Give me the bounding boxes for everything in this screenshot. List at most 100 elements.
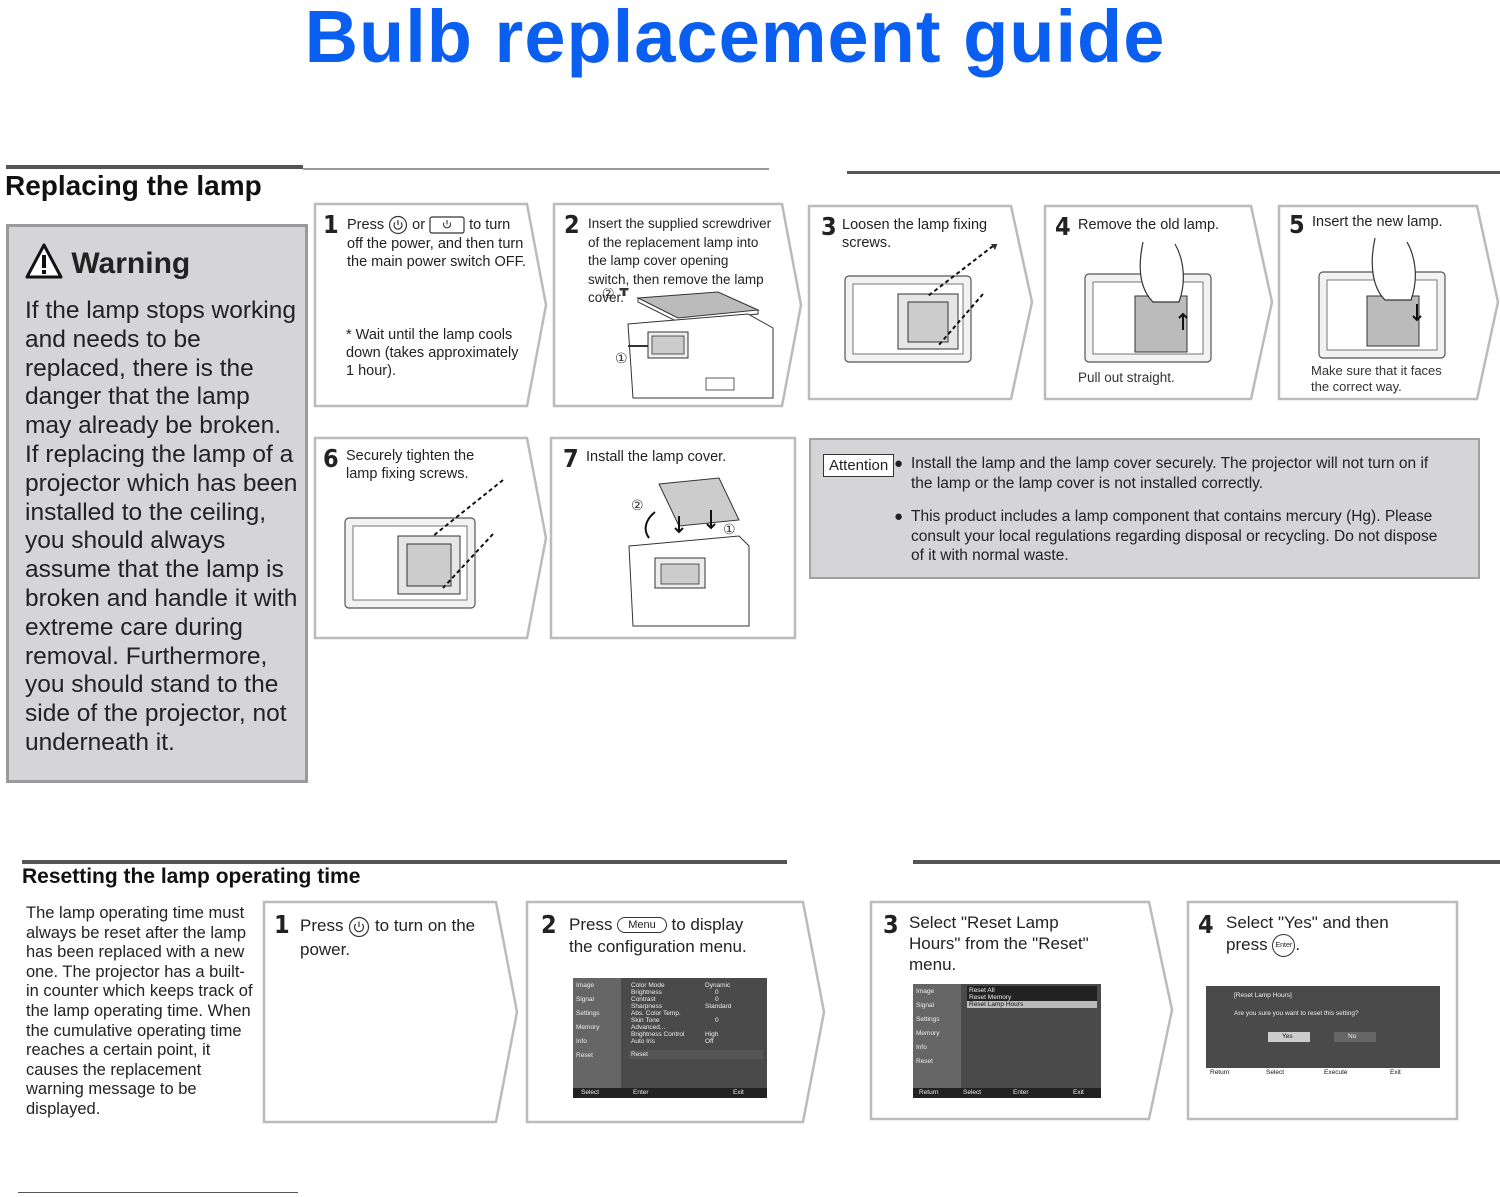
loosen-screws-illustration (844, 244, 998, 363)
menu-value: Standard (705, 1003, 732, 1010)
menu-item: Brightness Control (631, 1031, 685, 1038)
menu-item-selected: Reset Lamp Hours (969, 1001, 1024, 1008)
section-heading-replacing: Replacing the lamp (5, 170, 262, 201)
warning-panel: Warning If the lamp stops working and ne… (6, 224, 308, 783)
attention-bullet-text: Install the lamp and the lamp cover secu… (911, 455, 1429, 492)
marker-2: ② (602, 288, 615, 302)
menu-item: Auto Iris (631, 1038, 655, 1045)
menu-item: Reset All (969, 987, 995, 994)
step-number: 3 (883, 910, 899, 939)
marker-1: ① (723, 522, 736, 538)
step-number: 4 (1198, 910, 1214, 939)
tighten-screws-illustration (344, 479, 504, 609)
divider (18, 1192, 298, 1193)
section-rule (847, 171, 1500, 174)
step-number: 1 (274, 910, 290, 939)
menu-tab: Image (576, 982, 595, 989)
menu-item: Contrast (631, 996, 656, 1003)
menu-footer-item: Execute (1324, 1069, 1348, 1076)
bullet-icon: ● (894, 508, 904, 525)
section-rule (6, 165, 303, 169)
dialog-no-label: No (1348, 1033, 1357, 1040)
lamp-cover-removal-illustration: ② ① (602, 288, 774, 399)
reset-step-2-text: Press Menu to display the configuration … (569, 914, 769, 958)
menu-item: Abs. Color Temp. (631, 1010, 681, 1017)
warning-heading: Warning (25, 243, 190, 281)
warning-triangle-icon (25, 243, 63, 279)
enter-button-icon: Enter (1272, 934, 1296, 958)
step-number: 2 (564, 210, 580, 239)
menu-item: Reset (631, 1051, 648, 1058)
step-1-text: Press or to turn off the power, and then… (347, 215, 527, 271)
reset-menu-screenshot: Image Signal Settings Memory Info Reset … (913, 984, 1101, 1098)
step-text: . (1295, 935, 1301, 954)
menu-footer-item: Enter (633, 1089, 649, 1096)
menu-tab: Signal (576, 996, 595, 1003)
step-3-text: Loosen the lamp fixing screws. (842, 217, 988, 251)
attention-bullet: ● This product includes a lamp component … (894, 507, 1451, 566)
step-number: 4 (1055, 212, 1071, 241)
step-text: to turn on the power. (300, 916, 476, 959)
reset-step-4-text: Select "Yes" and then press Enter. (1226, 912, 1416, 958)
step-text: Press (569, 915, 613, 934)
step-text: Press (347, 216, 385, 233)
step-3-panel: 3 Loosen the lamp fixing screws. (807, 204, 1035, 402)
menu-value: 0 (715, 989, 719, 996)
reset-step-3-text: Select "Reset Lamp Hours" from the "Rese… (909, 913, 1089, 974)
menu-value: 0 (715, 996, 719, 1003)
section-rule (22, 860, 787, 864)
reset-step-3-panel: 3 Select "Reset Lamp Hours" from the "Re… (869, 900, 1175, 1122)
insert-new-lamp-illustration (1318, 237, 1446, 359)
menu-value: 0 (715, 1017, 719, 1024)
menu-item: Sharpness (631, 1003, 663, 1010)
step-4-panel: 4 Remove the old lamp. Pull out straight… (1043, 204, 1275, 402)
reset-intro-text: The lamp operating time must always be r… (26, 904, 253, 1118)
step-6-panel: 6 Securely tighten the lamp fixing screw… (313, 436, 549, 641)
power-icon (389, 215, 408, 235)
step-number: 2 (541, 910, 557, 939)
step-number: 3 (821, 212, 837, 241)
warning-heading-text: Warning (71, 247, 191, 280)
dialog-no-button (1334, 1032, 1376, 1042)
menu-tab: Settings (916, 1016, 940, 1023)
attention-panel: Attention ●Install the lamp and the lamp… (809, 438, 1480, 579)
dialog-question: Are you sure you want to reset this sett… (1234, 1010, 1359, 1017)
menu-footer-item: Return (919, 1089, 939, 1096)
step-text: Select "Yes" and then press (1226, 913, 1389, 954)
menu-tab: Reset (576, 1052, 593, 1059)
confirm-dialog-screenshot: [Reset Lamp Hours] Are you sure you want… (1206, 986, 1440, 1078)
menu-item: Color Mode (631, 982, 665, 989)
bullet-icon: ● (894, 455, 904, 472)
step-number: 1 (323, 210, 339, 239)
warning-text: If the lamp stops working and needs to b… (25, 297, 298, 756)
section-rule (913, 860, 1500, 864)
menu-value: Dynamic (705, 982, 731, 989)
reset-step-1-panel: 1 Press to turn on the power. (262, 900, 520, 1125)
menu-tab: Settings (576, 1010, 600, 1017)
reset-step-1-text: Press to turn on the power. (300, 914, 490, 961)
step-number: 7 (563, 444, 579, 473)
menu-item: Brightness (631, 989, 662, 996)
step-5-caption: Make sure that it faces the correct way. (1311, 363, 1442, 394)
step-1-panel: 1 Press or to turn off the power, and th… (313, 202, 549, 409)
step-1-note: * Wait until the lamp cools down (takes … (346, 327, 519, 379)
menu-tab: Memory (576, 1024, 600, 1031)
step-2-text: Insert the supplied screwdriver of the r… (588, 216, 772, 305)
step-2-panel: 2 Insert the supplied screwdriver of the… (552, 202, 804, 409)
reset-step-2-panel: 2 Press Menu to display the configuratio… (525, 900, 827, 1125)
dialog-yes-label: Yes (1282, 1033, 1293, 1040)
step-4-text: Remove the old lamp. (1078, 217, 1220, 233)
page-title: Bulb replacement guide (304, 0, 1166, 78)
reset-step-4-panel: 4 Select "Yes" and then press Enter. [Re… (1186, 900, 1460, 1122)
menu-tab: Info (576, 1038, 587, 1045)
attention-bullet-text: This product includes a lamp component t… (911, 508, 1438, 564)
menu-tab: Info (916, 1044, 927, 1051)
menu-value: Off (705, 1038, 714, 1045)
dialog-yes-button (1268, 1032, 1310, 1042)
menu-footer-item: Exit (733, 1089, 744, 1096)
step-text: to display the configuration menu. (569, 915, 747, 956)
marker-1: ① (615, 351, 628, 367)
step-text: turn off the power, and then turn the ma… (347, 216, 526, 270)
power-icon (349, 916, 370, 937)
step-number: 5 (1289, 210, 1305, 239)
